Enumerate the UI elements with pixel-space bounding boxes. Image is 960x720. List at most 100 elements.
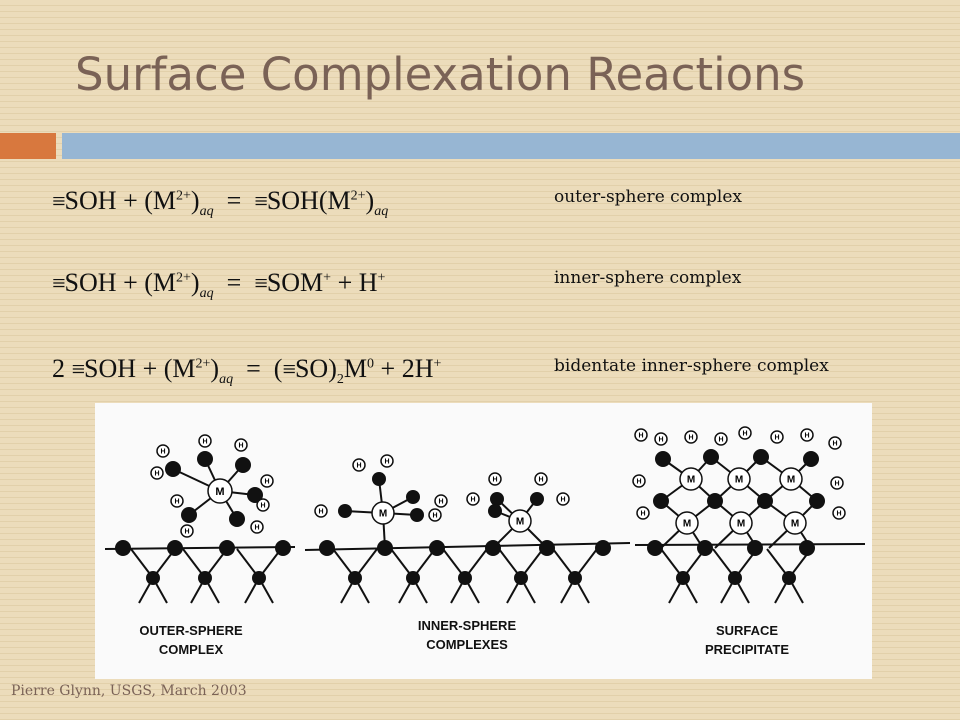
eq-product-charge: 2+ bbox=[350, 188, 366, 204]
oxygen-atom bbox=[803, 451, 819, 467]
caption-outer-line2: COMPLEX bbox=[159, 642, 224, 657]
svg-text:H: H bbox=[318, 508, 323, 515]
svg-text:M: M bbox=[735, 475, 743, 486]
oxygen-atom bbox=[488, 504, 502, 518]
surface-line bbox=[104, 546, 296, 550]
triple-bond-symbol: ≡ bbox=[71, 357, 86, 383]
oxygen-atom bbox=[809, 493, 825, 509]
svg-text:M: M bbox=[791, 519, 799, 530]
svg-text:H: H bbox=[718, 436, 723, 443]
oxygen-atom bbox=[165, 461, 181, 477]
hydrogen-atom: H bbox=[738, 426, 752, 440]
svg-text:H: H bbox=[470, 496, 475, 503]
oxygen-atom bbox=[485, 540, 501, 556]
oxygen-atom bbox=[595, 540, 611, 556]
svg-text:H: H bbox=[384, 458, 389, 465]
svg-text:M: M bbox=[737, 519, 745, 530]
hydrogen-atom: H bbox=[654, 432, 668, 446]
hydrogen-atom: H bbox=[770, 430, 784, 444]
oxygen-atom bbox=[115, 540, 131, 556]
svg-text:H: H bbox=[432, 512, 437, 519]
hydrogen-atom: H bbox=[170, 494, 184, 508]
eq-phase: aq bbox=[219, 372, 234, 388]
hydrogen-atom: H bbox=[556, 492, 570, 506]
svg-text:H: H bbox=[688, 434, 693, 441]
hydrogen-atom: H bbox=[636, 506, 650, 520]
eq-phase: aq bbox=[199, 204, 214, 220]
hydrogen-atom: H bbox=[466, 492, 480, 506]
oxygen-atom bbox=[655, 451, 671, 467]
caption-inner-line1: INNER-SPHERE bbox=[418, 618, 517, 633]
hydrogen-atom: H bbox=[180, 524, 194, 538]
surface-line bbox=[304, 542, 631, 551]
svg-text:H: H bbox=[438, 498, 443, 505]
oxygen-atom bbox=[539, 540, 555, 556]
oxygen-atom bbox=[198, 571, 212, 585]
eq-site: SOH bbox=[64, 268, 117, 297]
oxygen-atom bbox=[406, 571, 420, 585]
svg-text:H: H bbox=[640, 510, 645, 517]
oxygen-atom bbox=[319, 540, 335, 556]
eq-charge: 2+ bbox=[176, 270, 191, 286]
accent-bar-blue bbox=[62, 133, 960, 159]
svg-text:M: M bbox=[687, 475, 695, 486]
metal-ion-precipitate: M bbox=[679, 467, 703, 491]
oxygen-atom bbox=[458, 571, 472, 585]
svg-text:H: H bbox=[492, 476, 497, 483]
svg-text:H: H bbox=[254, 524, 259, 531]
oxygen-atom bbox=[676, 571, 690, 585]
hydrogen-atom: H bbox=[250, 520, 264, 534]
slide-footer: Pierre Glynn, USGS, March 2003 bbox=[11, 683, 247, 699]
oxygen-atom bbox=[338, 504, 352, 518]
triple-bond-symbol: ≡ bbox=[52, 189, 66, 215]
triple-bond-symbol: ≡ bbox=[254, 271, 268, 297]
hydrogen-atom: H bbox=[198, 434, 212, 448]
svg-text:H: H bbox=[832, 440, 837, 447]
oxygen-atom bbox=[377, 540, 393, 556]
oxygen-atom bbox=[782, 571, 796, 585]
triple-bond-symbol: ≡ bbox=[282, 357, 296, 383]
svg-text:M: M bbox=[215, 486, 224, 498]
oxygen-atom bbox=[219, 540, 235, 556]
oxygen-atom bbox=[703, 449, 719, 465]
oxygen-atom bbox=[146, 571, 160, 585]
oxygen-atom bbox=[247, 487, 263, 503]
metal-ion-precipitate: M bbox=[675, 511, 699, 535]
svg-text:H: H bbox=[636, 478, 641, 485]
svg-text:M: M bbox=[787, 475, 795, 486]
hydrogen-atom: H bbox=[534, 472, 548, 486]
svg-text:H: H bbox=[742, 430, 747, 437]
oxygen-atom bbox=[707, 493, 723, 509]
svg-text:H: H bbox=[174, 498, 179, 505]
eq-extra: H bbox=[358, 268, 378, 297]
oxygen-atom bbox=[229, 511, 245, 527]
eq-product: SOM bbox=[266, 268, 324, 297]
hydrogen-atom: H bbox=[684, 430, 698, 444]
oxygen-atom bbox=[653, 493, 669, 509]
svg-text:H: H bbox=[538, 476, 543, 483]
svg-text:H: H bbox=[774, 434, 779, 441]
oxygen-atom bbox=[530, 492, 544, 506]
oxygen-atom bbox=[235, 457, 251, 473]
oxygen-atom bbox=[757, 493, 773, 509]
oxygen-atom bbox=[406, 490, 420, 504]
svg-text:M: M bbox=[683, 519, 691, 530]
hydrogen-atom: H bbox=[150, 466, 164, 480]
caption-precipitate-line2: PRECIPITATE bbox=[705, 642, 789, 657]
svg-text:M: M bbox=[379, 509, 387, 520]
hydrogen-atom: H bbox=[156, 444, 170, 458]
eq-phase: aq bbox=[199, 286, 214, 302]
oxygen-atom bbox=[568, 571, 582, 585]
oxygen-atom bbox=[747, 540, 763, 556]
metal-ion-precipitate: M bbox=[779, 467, 803, 491]
equation-label-inner: inner-sphere complex bbox=[554, 268, 742, 288]
oxygen-atom bbox=[753, 449, 769, 465]
eq-product-sub: 2 bbox=[336, 372, 344, 388]
equation-label-outer: outer-sphere complex bbox=[554, 187, 742, 207]
oxygen-atom bbox=[799, 540, 815, 556]
svg-text:H: H bbox=[184, 528, 189, 535]
svg-text:H: H bbox=[834, 480, 839, 487]
svg-text:H: H bbox=[154, 470, 159, 477]
